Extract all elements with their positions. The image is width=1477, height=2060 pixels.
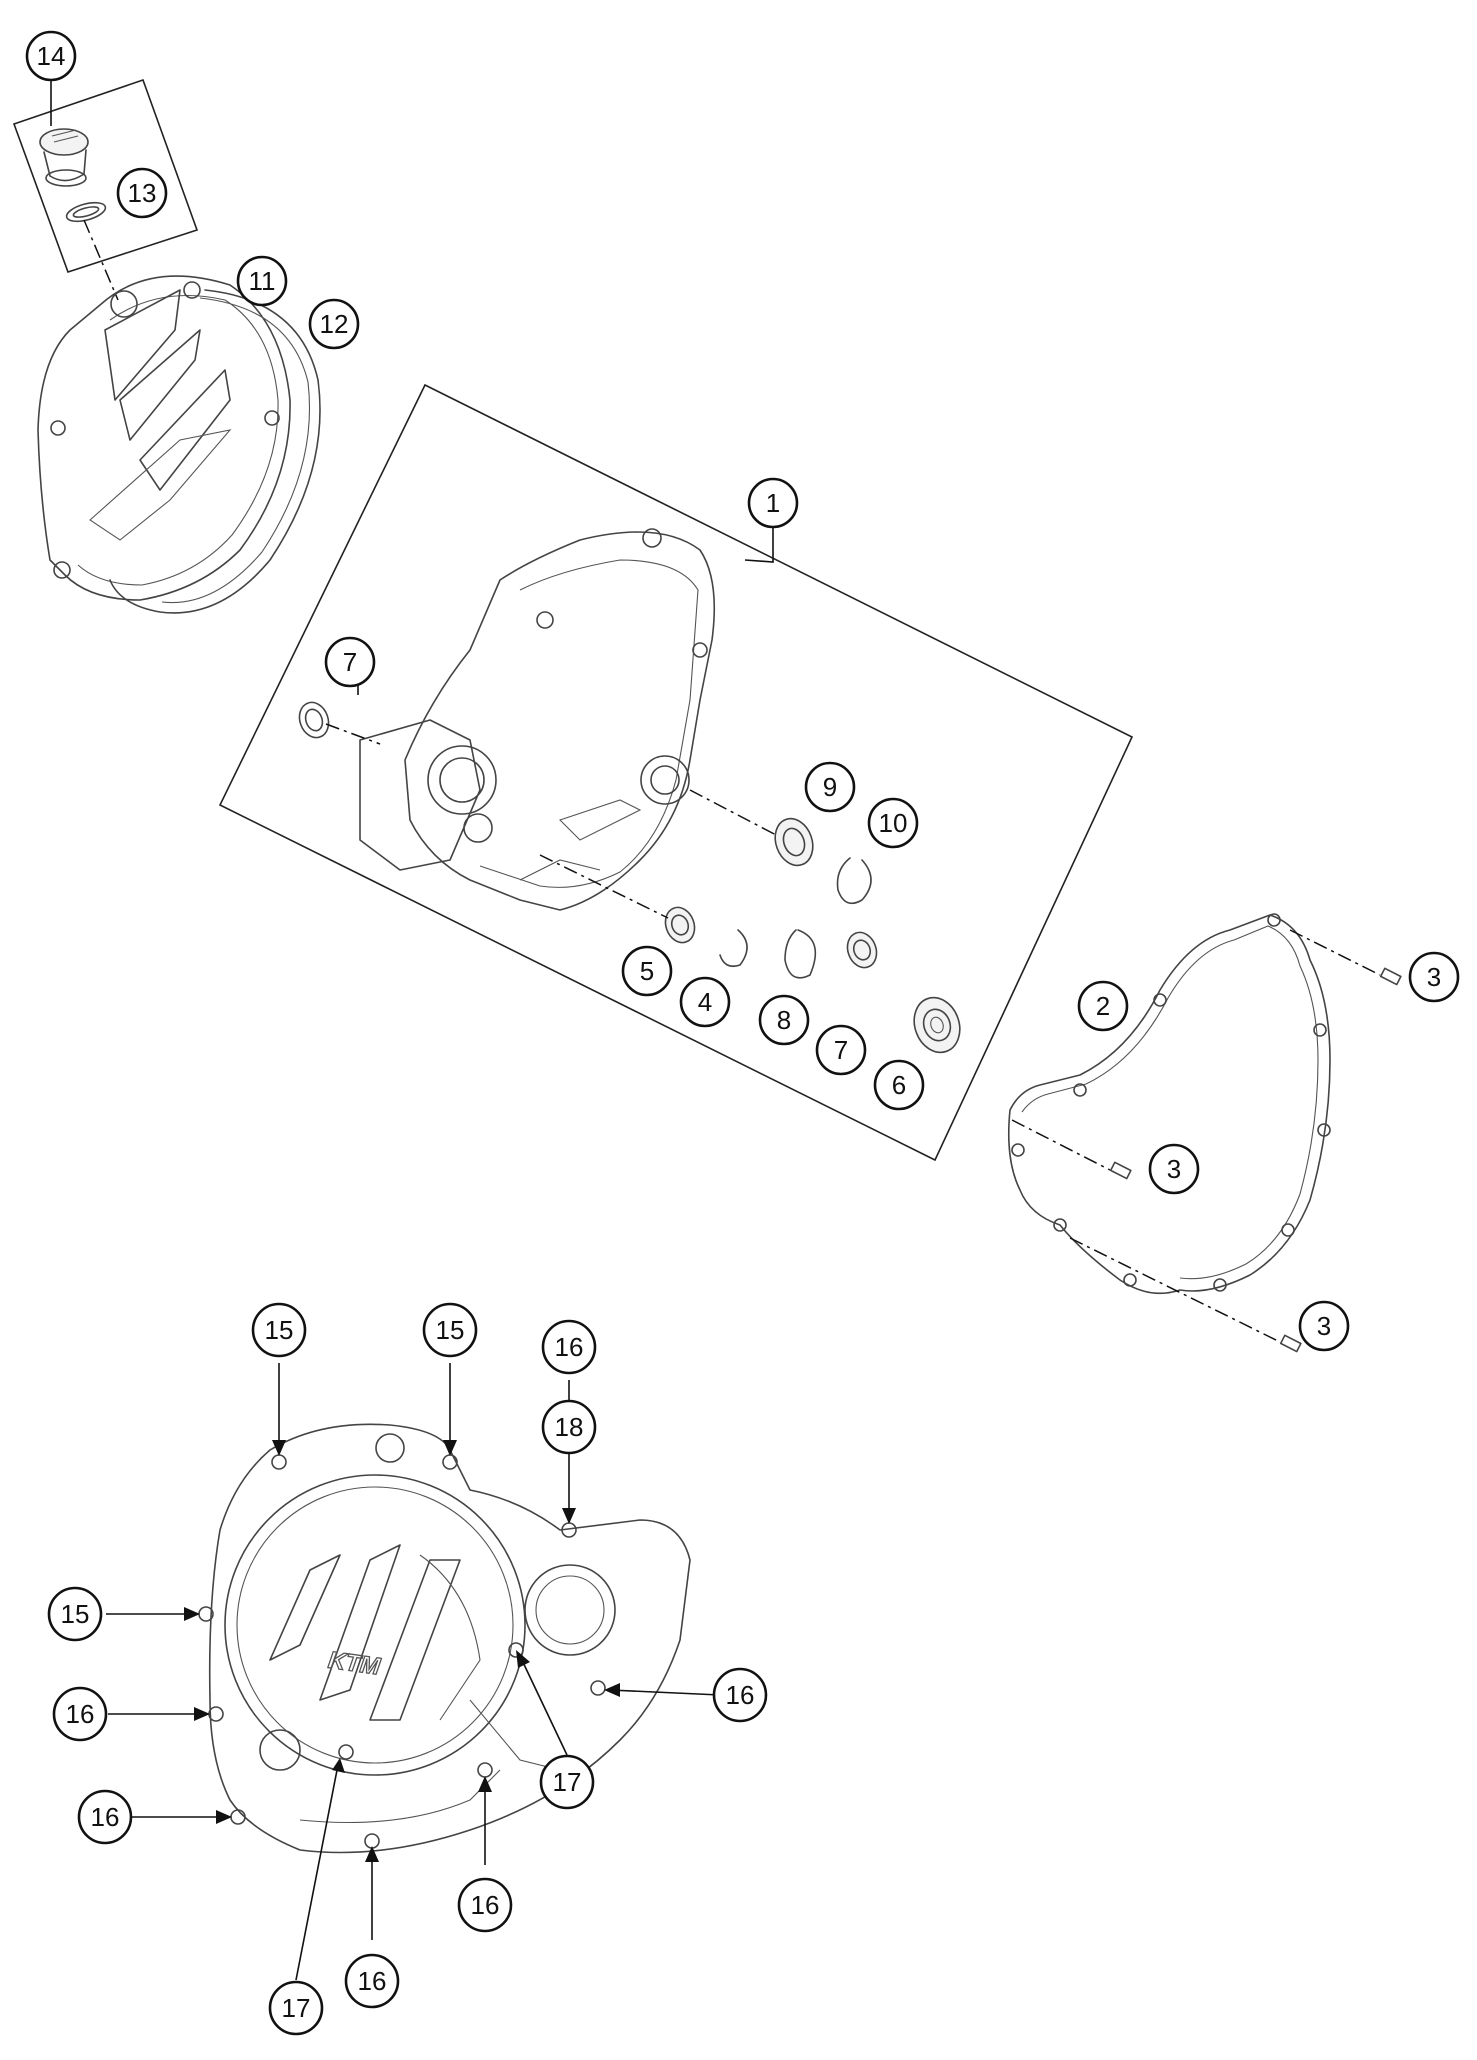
brand-mark: KTM (327, 1647, 383, 1681)
svg-text:3: 3 (1427, 962, 1441, 992)
callout-16-top[interactable]: 16 (541, 1319, 597, 1375)
svg-text:16: 16 (555, 1332, 584, 1362)
callout-2[interactable]: 2 (1077, 980, 1129, 1032)
svg-text:15: 15 (265, 1315, 294, 1345)
callout-10[interactable]: 10 (867, 797, 919, 849)
callout-17-right[interactable]: 17 (539, 1754, 595, 1810)
svg-text:10: 10 (879, 808, 908, 838)
callout-7-left[interactable]: 7 (324, 636, 376, 688)
callout-13[interactable]: 13 (116, 167, 168, 219)
svg-text:7: 7 (343, 647, 357, 677)
filler-plug-frame (12, 78, 199, 301)
circlip-8 (784, 929, 817, 979)
svg-text:3: 3 (1317, 1311, 1331, 1341)
svg-text:16: 16 (91, 1802, 120, 1832)
callout-3-bottom[interactable]: 3 (1298, 1300, 1350, 1352)
bearing-9 (689, 789, 814, 867)
dowel-pins (1011, 929, 1402, 1353)
callout-16-bottom[interactable]: 16 (344, 1953, 400, 2009)
svg-text:3: 3 (1167, 1154, 1181, 1184)
svg-text:1: 1 (766, 488, 780, 518)
callout-1[interactable]: 1 (747, 477, 799, 529)
svg-text:2: 2 (1096, 991, 1110, 1021)
svg-text:15: 15 (61, 1599, 90, 1629)
callout-7-right[interactable]: 7 (815, 1024, 867, 1076)
outer-clutch-cover (37, 275, 291, 601)
shaft-seal-5 (539, 854, 696, 944)
callout-3-middle[interactable]: 3 (1148, 1143, 1200, 1195)
clutch-cover-gasket (1008, 913, 1331, 1295)
circlip-4 (719, 929, 748, 968)
bearing-6 (913, 996, 961, 1054)
svg-text:18: 18 (555, 1412, 584, 1442)
callout-6[interactable]: 6 (873, 1059, 925, 1111)
oil-filler-plug (39, 128, 89, 187)
callout-15-top-left[interactable]: 15 (251, 1302, 307, 1358)
svg-text:14: 14 (37, 41, 66, 71)
callout-11[interactable]: 11 (236, 255, 288, 307)
svg-text:9: 9 (823, 772, 837, 802)
callout-16-bottom-middle[interactable]: 16 (457, 1877, 513, 1933)
svg-text:17: 17 (553, 1767, 582, 1797)
callout-9[interactable]: 9 (804, 761, 856, 813)
svg-text:5: 5 (640, 956, 654, 986)
inner-clutch-cover (359, 528, 716, 911)
callout-18[interactable]: 18 (541, 1399, 597, 1455)
upper-leaders (50, 80, 774, 695)
svg-text:4: 4 (698, 987, 712, 1017)
svg-text:17: 17 (282, 1993, 311, 2023)
svg-text:16: 16 (66, 1699, 95, 1729)
svg-text:6: 6 (892, 1070, 906, 1100)
svg-text:13: 13 (128, 178, 157, 208)
bottom-leaders (106, 1363, 721, 1981)
circlip-10 (836, 857, 872, 905)
callout-15-top-right[interactable]: 15 (422, 1302, 478, 1358)
outer-cover-gasket (109, 289, 321, 614)
svg-text:16: 16 (471, 1890, 500, 1920)
svg-text:8: 8 (777, 1005, 791, 1035)
clutch-cover-assembly-frame (218, 383, 1134, 1162)
svg-text:11: 11 (249, 266, 276, 296)
callout-16-right[interactable]: 16 (712, 1667, 768, 1723)
callouts: 14 13 11 12 1 7 9 10 5 4 8 7 6 2 3 3 3 1… (25, 30, 1460, 2036)
callout-17-bottom[interactable]: 17 (268, 1980, 324, 2036)
callout-16-left[interactable]: 16 (52, 1686, 108, 1742)
svg-text:15: 15 (436, 1315, 465, 1345)
svg-text:16: 16 (726, 1680, 755, 1710)
svg-text:16: 16 (358, 1966, 387, 1996)
callout-8[interactable]: 8 (758, 994, 810, 1046)
o-ring-13 (65, 201, 107, 223)
callout-16-bottom-left[interactable]: 16 (77, 1789, 133, 1845)
shaft-seal-7-right (846, 931, 878, 969)
callout-3-top[interactable]: 3 (1408, 951, 1460, 1003)
shaft-seal-7-left (298, 701, 381, 745)
assembled-clutch-cover: KTM (198, 1423, 691, 1854)
callout-4[interactable]: 4 (679, 976, 731, 1028)
callout-12[interactable]: 12 (308, 298, 360, 350)
callout-15-left[interactable]: 15 (47, 1586, 103, 1642)
svg-text:12: 12 (320, 309, 349, 339)
callout-5[interactable]: 5 (621, 945, 673, 997)
svg-text:7: 7 (834, 1035, 848, 1065)
callout-14[interactable]: 14 (25, 30, 77, 82)
